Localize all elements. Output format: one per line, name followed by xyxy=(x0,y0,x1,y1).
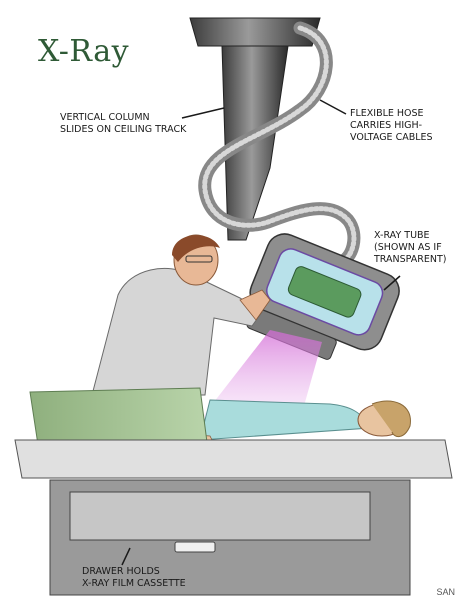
drawer-label: DRAWER HOLDS X-RAY FILM CASSETTE xyxy=(82,566,186,590)
artist-signature: SAN xyxy=(436,587,455,597)
diagram-title: X-Ray xyxy=(38,34,129,69)
column-pointer xyxy=(182,108,224,118)
hose-pointer xyxy=(320,100,346,114)
film-drawer xyxy=(70,492,370,540)
tube-label: X-RAY TUBE (SHOWN AS IF TRANSPARENT) xyxy=(374,230,447,266)
table-top xyxy=(15,440,452,478)
column-label: VERTICAL COLUMN SLIDES ON CEILING TRACK xyxy=(60,112,186,136)
drawer-handle xyxy=(175,542,215,552)
hose-label: FLEXIBLE HOSE CARRIES HIGH- VOLTAGE CABL… xyxy=(350,108,433,144)
